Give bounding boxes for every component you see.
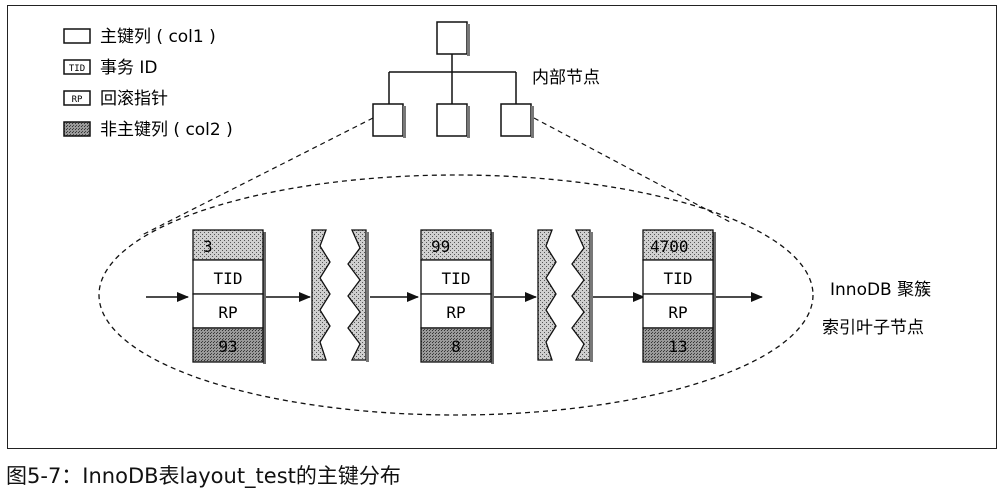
child-node bbox=[500, 103, 532, 137]
tid-cell bbox=[642, 259, 714, 295]
zoom-line-right bbox=[533, 117, 731, 223]
rp-value: RP bbox=[218, 303, 237, 322]
pk-value: 4700 bbox=[650, 237, 689, 256]
col2-cell bbox=[192, 327, 264, 363]
tid-swatch bbox=[63, 59, 91, 75]
pk-value: 3 bbox=[203, 237, 213, 256]
figure-caption: 图5-7：InnoDB表layout_test的主键分布 bbox=[6, 464, 401, 488]
rp-cell bbox=[192, 293, 264, 329]
tid-value: TID bbox=[442, 269, 471, 288]
legend-item-tid: TID 事务 ID bbox=[63, 58, 158, 78]
legend-item-nonkey: 非主键列 ( col2 ) bbox=[63, 120, 233, 140]
col2-value: 13 bbox=[668, 337, 687, 356]
child-node-shadow bbox=[467, 106, 470, 138]
torn-page-separator bbox=[537, 229, 593, 362]
leaf-label-line1: InnoDB 聚簇 bbox=[830, 280, 931, 300]
primary-key-swatch bbox=[63, 28, 91, 44]
child-node-shadow bbox=[531, 106, 534, 138]
leaf-row: 3 TID RP 93 bbox=[192, 229, 266, 364]
pk-value: 99 bbox=[431, 237, 450, 256]
rp-value: RP bbox=[668, 303, 687, 322]
rp-swatch bbox=[63, 90, 91, 106]
pk-cell bbox=[642, 229, 714, 261]
diagram-frame bbox=[7, 5, 997, 449]
legend-label: 非主键列 ( col2 ) bbox=[100, 120, 233, 140]
zoom-line-left bbox=[139, 117, 374, 237]
torn-page-separator bbox=[311, 229, 369, 362]
legend-label: 回滚指针 bbox=[100, 89, 168, 109]
child-node bbox=[372, 103, 404, 137]
tid-cell bbox=[192, 259, 264, 295]
col2-value: 93 bbox=[218, 337, 237, 356]
leaf-row: 99 TID RP 8 bbox=[420, 229, 494, 364]
rp-swatch-text: RP bbox=[72, 95, 83, 105]
legend-item-primary: 主键列 ( col1 ) bbox=[63, 27, 216, 47]
legend: 主键列 ( col1 ) TID 事务 ID RP 回滚指针 非主键列 ( co… bbox=[63, 27, 233, 140]
col2-cell bbox=[642, 327, 714, 363]
internal-node-label: 内部节点 bbox=[532, 68, 600, 88]
tid-value: TID bbox=[214, 269, 243, 288]
rp-cell bbox=[420, 293, 492, 329]
leaf-label-line2: 索引叶子节点 bbox=[822, 318, 924, 338]
legend-label: 事务 ID bbox=[100, 58, 158, 78]
root-node-shadow bbox=[467, 24, 470, 56]
rp-cell bbox=[642, 293, 714, 329]
tid-value: TID bbox=[664, 269, 693, 288]
tid-cell bbox=[420, 259, 492, 295]
col2-cell bbox=[420, 327, 492, 363]
rp-value: RP bbox=[446, 303, 465, 322]
pk-cell bbox=[192, 229, 264, 261]
child-node bbox=[436, 103, 468, 137]
nonkey-swatch bbox=[63, 121, 91, 137]
child-node-shadow bbox=[403, 106, 406, 138]
leaf-row: 4700 TID RP 13 bbox=[642, 229, 716, 364]
col2-value: 8 bbox=[451, 337, 461, 356]
tid-swatch-text: TID bbox=[69, 64, 85, 74]
legend-item-rp: RP 回滚指针 bbox=[63, 89, 168, 109]
legend-label: 主键列 ( col1 ) bbox=[100, 27, 216, 47]
internal-node-tree: 内部节点 bbox=[372, 21, 600, 138]
leaf-node-ellipse bbox=[98, 174, 814, 416]
root-node bbox=[436, 21, 468, 55]
